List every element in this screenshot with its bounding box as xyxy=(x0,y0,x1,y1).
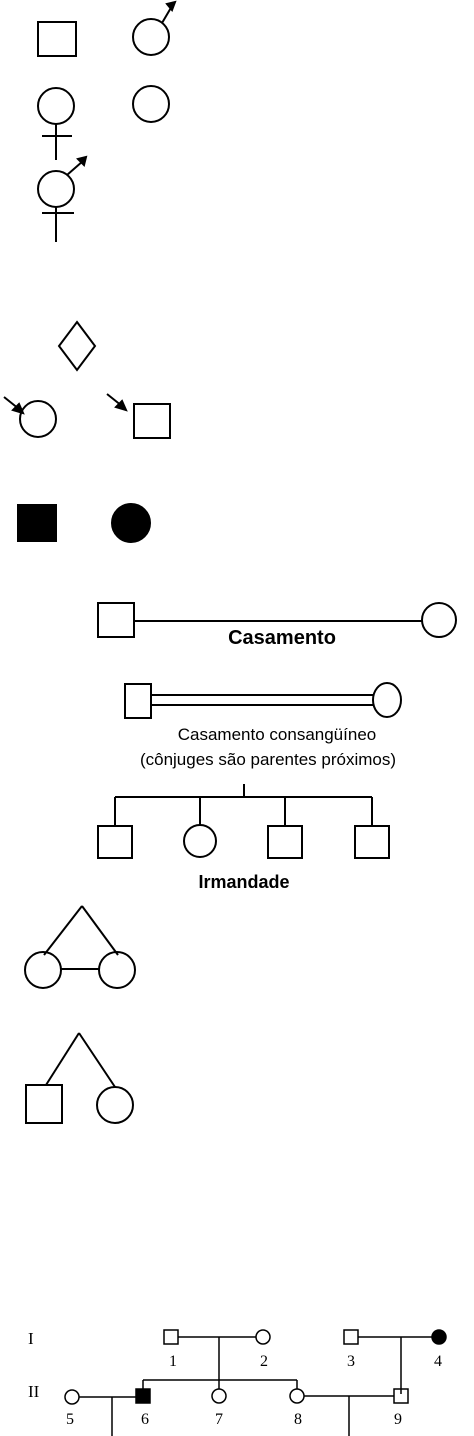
hermaphrodite-symbol xyxy=(38,157,86,242)
male-square-symbol xyxy=(38,22,76,56)
individual-label-5: 5 xyxy=(66,1411,74,1428)
individual-label-4: 4 xyxy=(434,1353,442,1370)
unknown-sex-diamond-symbol xyxy=(59,322,95,370)
propositus-male-symbol xyxy=(107,394,170,438)
consanguineous-label-line2: (cônjuges são parentes próximos) xyxy=(140,750,396,769)
pedigree-example: I II 1 2 3 4 5 6 7 8 9 xyxy=(28,1329,446,1436)
affected-female-filled-circle xyxy=(112,504,150,542)
propositus-female-symbol xyxy=(4,397,56,437)
sibship-label: Irmandade xyxy=(198,872,289,892)
female-symbol xyxy=(38,88,74,160)
individual-label-9: 9 xyxy=(394,1411,402,1428)
affected-male-filled-square xyxy=(18,505,56,541)
consanguineous-label-line1: Casamento consangüíneo xyxy=(178,725,376,744)
individual-label-2: 2 xyxy=(260,1353,268,1370)
individual-label-8: 8 xyxy=(294,1411,302,1428)
generation-label-I: I xyxy=(28,1329,34,1348)
marriage-label: Casamento xyxy=(228,627,336,649)
male-symbol-circle xyxy=(133,2,175,55)
individual-label-1: 1 xyxy=(169,1353,177,1370)
female-circle-symbol xyxy=(133,86,169,122)
individual-label-3: 3 xyxy=(347,1353,355,1370)
sibship-symbol xyxy=(98,784,389,858)
identical-twins-symbol xyxy=(25,906,135,988)
consanguineous-marriage-symbol xyxy=(125,683,401,718)
individual-label-6: 6 xyxy=(141,1411,149,1428)
generation-label-II: II xyxy=(28,1382,40,1401)
individual-label-7: 7 xyxy=(215,1411,223,1428)
fraternal-twins-symbol xyxy=(26,1033,133,1123)
